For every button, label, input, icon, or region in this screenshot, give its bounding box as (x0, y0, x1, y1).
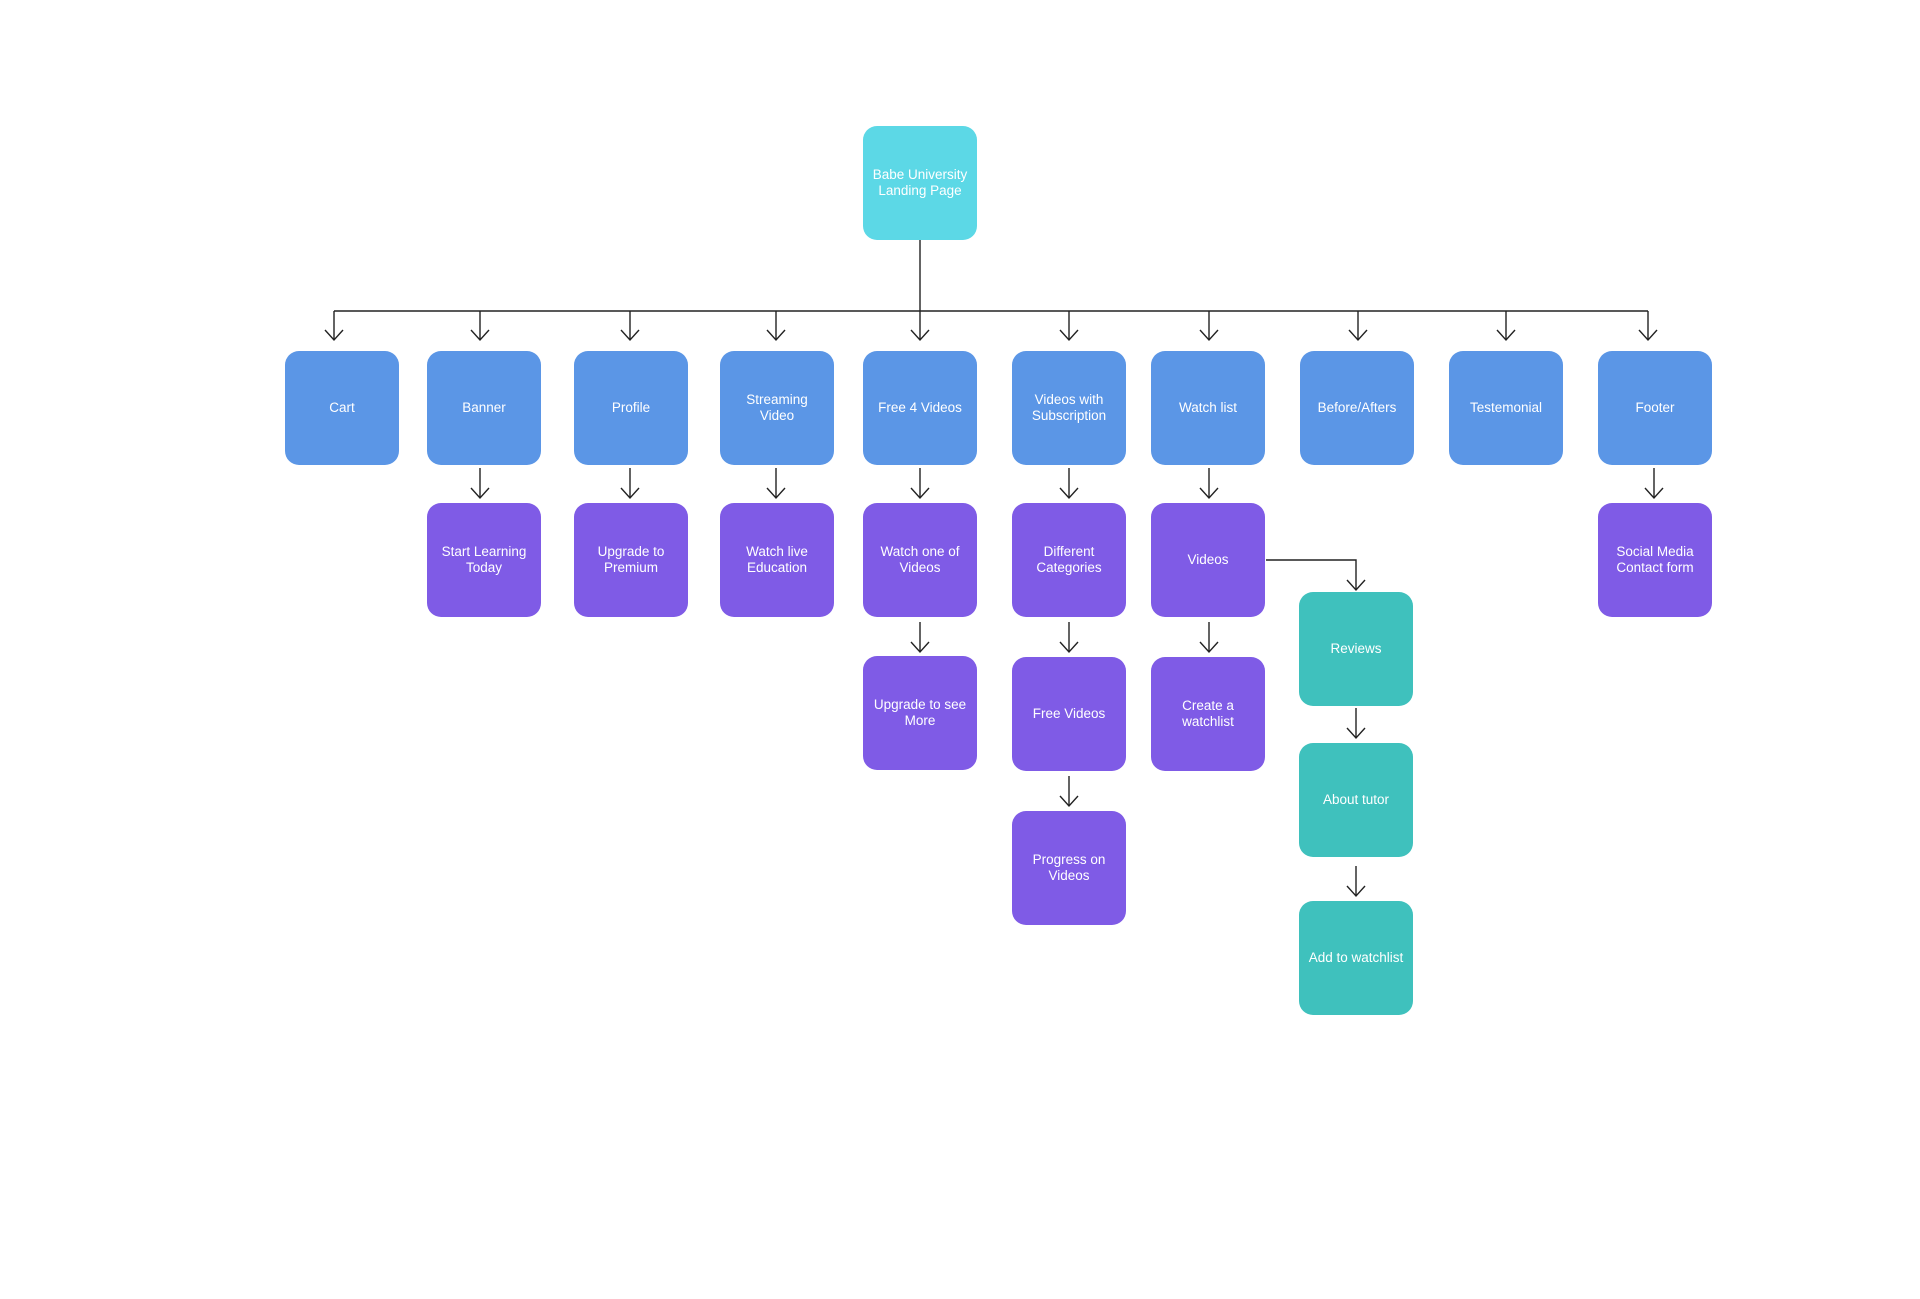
start-learning-label: Start Learning Today (441, 544, 527, 575)
arrowhead (1644, 487, 1664, 500)
cart-label: Cart (329, 400, 355, 415)
free-videos-node[interactable]: Free Videos (1012, 657, 1126, 771)
upgrade-more-node[interactable]: Upgrade to see More (863, 656, 977, 770)
create-watchlist-node[interactable]: Create a watchlist (1151, 657, 1265, 771)
before-afters-node[interactable]: Before/Afters (1300, 351, 1414, 465)
arrowhead (1346, 885, 1366, 898)
add-watchlist-label: Add to watchlist (1308, 950, 1404, 965)
videos-subscription-label: Videos with Subscription (1031, 392, 1107, 423)
videos-subscription-node[interactable]: Videos with Subscription (1012, 351, 1126, 465)
watch-live-node[interactable]: Watch live Education (720, 503, 834, 617)
upgrade-premium-node[interactable]: Upgrade to Premium (574, 503, 688, 617)
arrowhead (470, 329, 490, 342)
landing-page-node[interactable]: Babe University Landing Page (863, 126, 977, 240)
arrowhead (1199, 487, 1219, 500)
before-afters-label: Before/Afters (1317, 400, 1397, 415)
progress-label: Progress on Videos (1032, 852, 1106, 883)
arrowhead (1059, 795, 1079, 808)
arrowhead (1638, 329, 1658, 342)
arrowhead (766, 329, 786, 342)
watch-one-node[interactable]: Watch one of Videos (863, 503, 977, 617)
arrowhead (1348, 329, 1368, 342)
arrowhead (1346, 727, 1366, 740)
testimonial-label: Testemonial (1469, 400, 1543, 415)
arrowhead (1059, 329, 1079, 342)
watch-list-label: Watch list (1178, 400, 1237, 415)
about-tutor-node[interactable]: About tutor (1299, 743, 1413, 857)
arrowhead (470, 487, 490, 500)
watch-one-label: Watch one of Videos (880, 544, 960, 575)
landing-page-label: Babe University Landing Page (872, 167, 968, 198)
arrowhead (910, 487, 930, 500)
categories-label: Different Categories (1036, 544, 1102, 575)
social-contact-label: Social Media Contact form (1616, 544, 1694, 575)
arrowhead (1496, 329, 1516, 342)
progress-node[interactable]: Progress on Videos (1012, 811, 1126, 925)
upgrade-more-label: Upgrade to see More (873, 697, 967, 728)
arrowhead (910, 329, 930, 342)
free-4-videos-label: Free 4 Videos (878, 400, 962, 415)
footer-node[interactable]: Footer (1598, 351, 1712, 465)
videos-node[interactable]: Videos (1151, 503, 1265, 617)
footer-label: Footer (1635, 400, 1675, 415)
streaming-video-node[interactable]: Streaming Video (720, 351, 834, 465)
free-videos-label: Free Videos (1032, 706, 1106, 721)
social-contact-node[interactable]: Social Media Contact form (1598, 503, 1712, 617)
banner-label: Banner (462, 400, 506, 415)
arrowhead (620, 487, 640, 500)
reviews-label: Reviews (1330, 641, 1382, 656)
arrowhead (620, 329, 640, 342)
cart-node[interactable]: Cart (285, 351, 399, 465)
arrowhead (766, 487, 786, 500)
banner-node[interactable]: Banner (427, 351, 541, 465)
upgrade-premium-label: Upgrade to Premium (597, 544, 665, 575)
arrowhead (324, 329, 344, 342)
arrowhead (1199, 641, 1219, 654)
arrowhead (1059, 641, 1079, 654)
arrowhead (1059, 487, 1079, 500)
profile-label: Profile (611, 400, 651, 415)
categories-node[interactable]: Different Categories (1012, 503, 1126, 617)
free-4-videos-node[interactable]: Free 4 Videos (863, 351, 977, 465)
streaming-video-label: Streaming Video (746, 392, 808, 423)
add-watchlist-node[interactable]: Add to watchlist (1299, 901, 1413, 1015)
create-watchlist-label: Create a watchlist (1182, 698, 1234, 729)
start-learning-node[interactable]: Start Learning Today (427, 503, 541, 617)
arrowhead (910, 641, 930, 654)
videos-label: Videos (1187, 552, 1229, 567)
reviews-node[interactable]: Reviews (1299, 592, 1413, 706)
arrowhead (1199, 329, 1219, 342)
arrowhead (1346, 579, 1366, 592)
watch-live-label: Watch live Education (746, 544, 808, 575)
testimonial-node[interactable]: Testemonial (1449, 351, 1563, 465)
watch-list-node[interactable]: Watch list (1151, 351, 1265, 465)
about-tutor-label: About tutor (1322, 792, 1390, 807)
profile-node[interactable]: Profile (574, 351, 688, 465)
